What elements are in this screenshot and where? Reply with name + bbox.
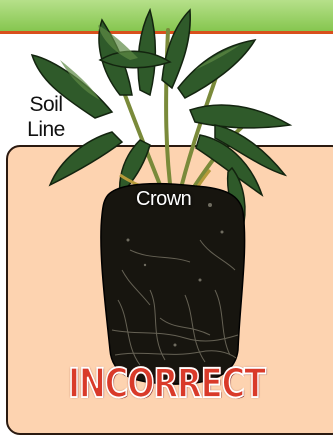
crown-label: Crown (136, 188, 226, 211)
verdict-label: INCORRECT (0, 359, 333, 407)
